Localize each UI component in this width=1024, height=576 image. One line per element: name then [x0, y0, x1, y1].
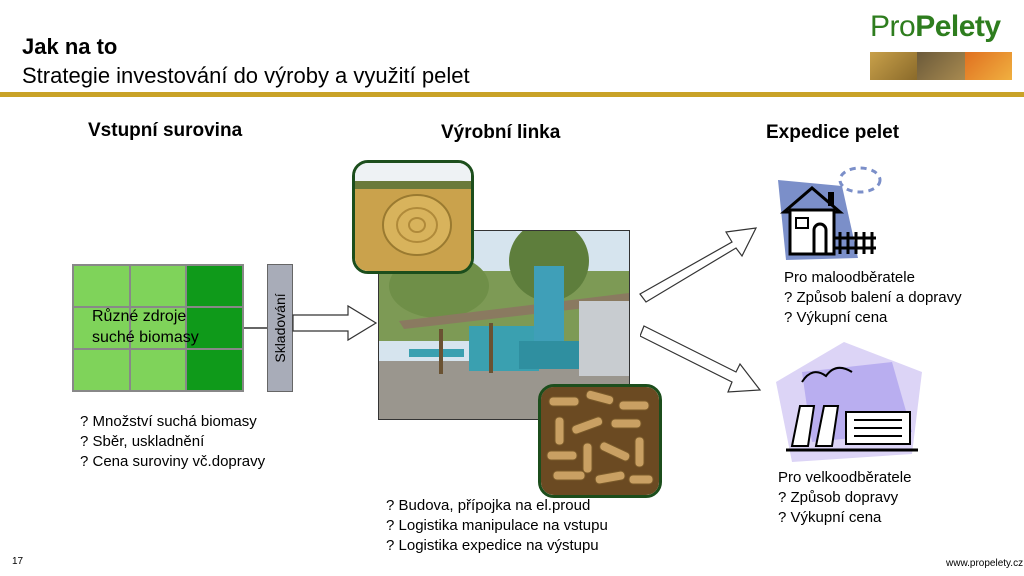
heading-line: Výrobní linka: [441, 122, 561, 143]
logo-text: ProPelety: [870, 10, 1001, 43]
header-rule: [0, 92, 1024, 97]
storage-box: Skladování: [267, 264, 293, 392]
pellets-photo: [538, 384, 662, 498]
arrow-to-large-customers: [640, 325, 762, 393]
logo-image-strip: [870, 52, 1012, 80]
arrow-to-small-customers: [639, 227, 758, 303]
storage-label: Skladování: [272, 293, 288, 363]
slide-title: Jak na to: [22, 34, 118, 59]
biomass-grid: [72, 264, 244, 392]
page-number: 17: [12, 556, 24, 567]
hay-bale-photo: [352, 160, 474, 274]
power-plant-icon: [772, 342, 932, 471]
slide-subtitle: Strategie investování do výroby a využit…: [22, 63, 470, 88]
arrow-to-production: [292, 304, 378, 342]
biomass-grid-label: Různé zdroje suché biomasy: [92, 308, 199, 346]
line-questions: ? Budova, přípojka na el.proud ? Logisti…: [386, 497, 608, 554]
propelety-logo: ProPelety: [868, 10, 1014, 82]
grid-connector: [244, 327, 268, 329]
large-customers-info: Pro velkoodběratele ? Způsob dopravy ? V…: [778, 469, 912, 526]
heading-input: Vstupní surovina: [88, 120, 243, 141]
small-customers-info: Pro maloodběratele ? Způsob balení a dop…: [784, 269, 962, 326]
house-icon: [772, 160, 884, 269]
heading-dispatch: Expedice pelet: [766, 122, 900, 143]
footer-website[interactable]: www.propelety.cz: [946, 558, 1024, 569]
input-questions: ? Množství suchá biomasy ? Sběr, uskladn…: [80, 413, 266, 470]
